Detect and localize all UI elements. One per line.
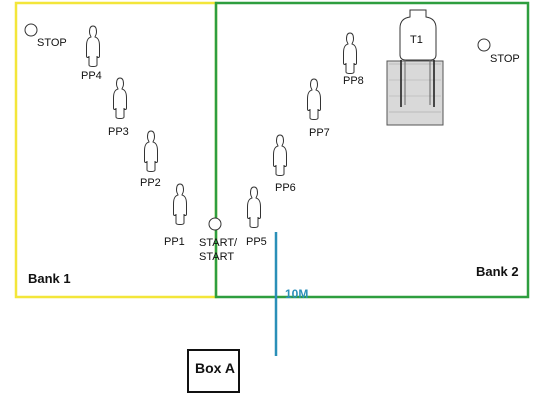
popper-pp4-icon	[86, 25, 100, 67]
target-t1-icon	[386, 9, 444, 126]
distance-label: 10M	[285, 287, 308, 301]
stop-marker-icon	[477, 38, 491, 52]
popper-pp7-label: PP7	[309, 127, 330, 139]
start-label-line1: START/	[199, 237, 238, 249]
popper-pp5-label: PP5	[246, 236, 267, 248]
stop-label-right: STOP	[490, 53, 520, 65]
popper-pp6-icon	[273, 134, 287, 176]
popper-pp2-icon	[144, 130, 158, 172]
popper-pp8-label: PP8	[343, 75, 364, 87]
box-a	[187, 349, 240, 393]
stop-marker-icon	[24, 23, 38, 37]
popper-pp4-label: PP4	[81, 70, 102, 82]
bank-2-label: Bank 2	[476, 264, 519, 279]
stop-label-left: STOP	[37, 37, 67, 49]
start-label-line2: START	[199, 251, 234, 263]
bank-2-area	[214, 1, 530, 299]
popper-pp3-icon	[113, 77, 127, 119]
popper-pp2-label: PP2	[140, 177, 161, 189]
target-t1-label: T1	[410, 34, 423, 46]
popper-pp3-label: PP3	[108, 126, 129, 138]
bank-1-label: Bank 1	[28, 271, 71, 286]
popper-pp1-icon	[173, 183, 187, 225]
popper-pp8-icon	[343, 32, 357, 74]
popper-pp7-icon	[307, 78, 321, 120]
popper-pp1-label: PP1	[164, 236, 185, 248]
popper-pp5-icon	[247, 186, 261, 228]
start-marker-icon	[208, 217, 222, 231]
popper-pp6-label: PP6	[275, 182, 296, 194]
box-a-label: Box A	[195, 360, 235, 376]
